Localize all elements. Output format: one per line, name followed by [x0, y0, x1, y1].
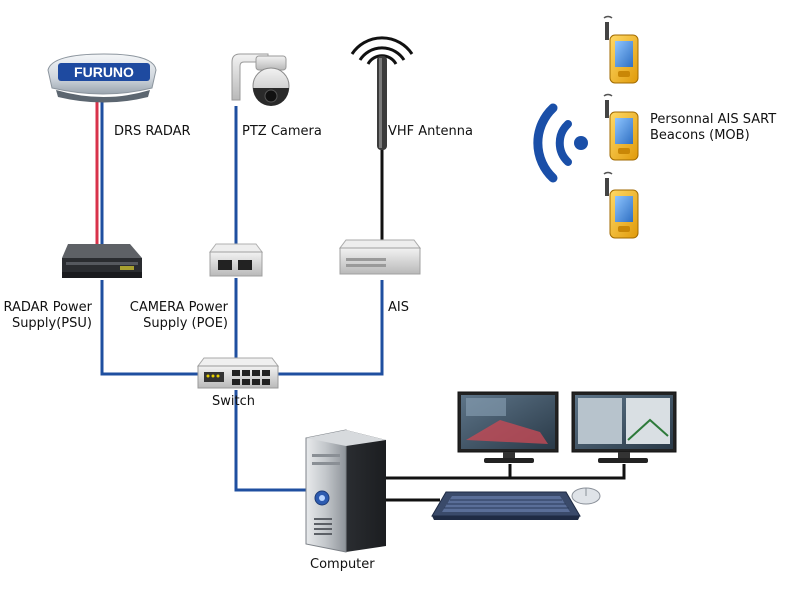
computer-label: Computer	[310, 557, 375, 572]
switch-computer-cable	[234, 390, 306, 492]
computer-tower-icon	[305, 429, 386, 553]
beacons-label-line-1: Personnal AIS SART	[650, 112, 777, 127]
camera-poe-label: CAMERA Power Supply (POE)	[130, 300, 228, 332]
monitor-right-icon	[571, 391, 677, 463]
radar-label: DRS RADAR	[114, 124, 191, 139]
monitor-left-icon	[457, 391, 559, 463]
ais-switch-cable	[276, 280, 384, 376]
mouse-icon	[571, 487, 601, 505]
wireless-signal-icon	[533, 103, 588, 183]
switch-label: Switch	[212, 394, 255, 409]
ais-unit-icon	[339, 239, 421, 275]
ais-sart-beacon-icon	[603, 15, 639, 84]
radar-psu-label-line-2: Supply(PSU)	[11, 316, 92, 331]
keyboard-icon	[431, 491, 581, 520]
camera-label: PTZ Camera	[242, 124, 322, 139]
beacons-label: Personnal AIS SART Beacons (MOB)	[650, 112, 776, 144]
radar-psu-label: RADAR Power Supply(PSU)	[3, 300, 92, 332]
ptz-camera-icon	[231, 53, 290, 106]
vhf-antenna-icon	[350, 36, 414, 150]
network-switch-icon	[197, 357, 279, 389]
camera-poe-label-line-2: Supply (POE)	[143, 316, 228, 331]
ais-label: AIS	[388, 300, 409, 315]
vhf-antenna-label: VHF Antenna	[388, 124, 473, 139]
computer-monitors-cable	[386, 464, 512, 480]
camera-poe-label-line-1: CAMERA Power	[129, 300, 228, 315]
ais-sart-beacon-icon	[603, 93, 639, 161]
radar-psu-label-line-1: RADAR Power	[3, 300, 92, 315]
psu-switch-cable	[100, 280, 198, 376]
beacons-label-line-2: Beacons (MOB)	[650, 128, 750, 143]
radar-psu-icon	[62, 244, 142, 278]
camera-poe-icon	[209, 243, 263, 277]
radar-brand-text: FURUNO	[74, 64, 134, 80]
ais-sart-beacon-icon	[603, 171, 639, 239]
monitor-link-cable	[510, 464, 626, 480]
cables	[95, 98, 626, 502]
radar-dome-icon	[47, 53, 157, 103]
